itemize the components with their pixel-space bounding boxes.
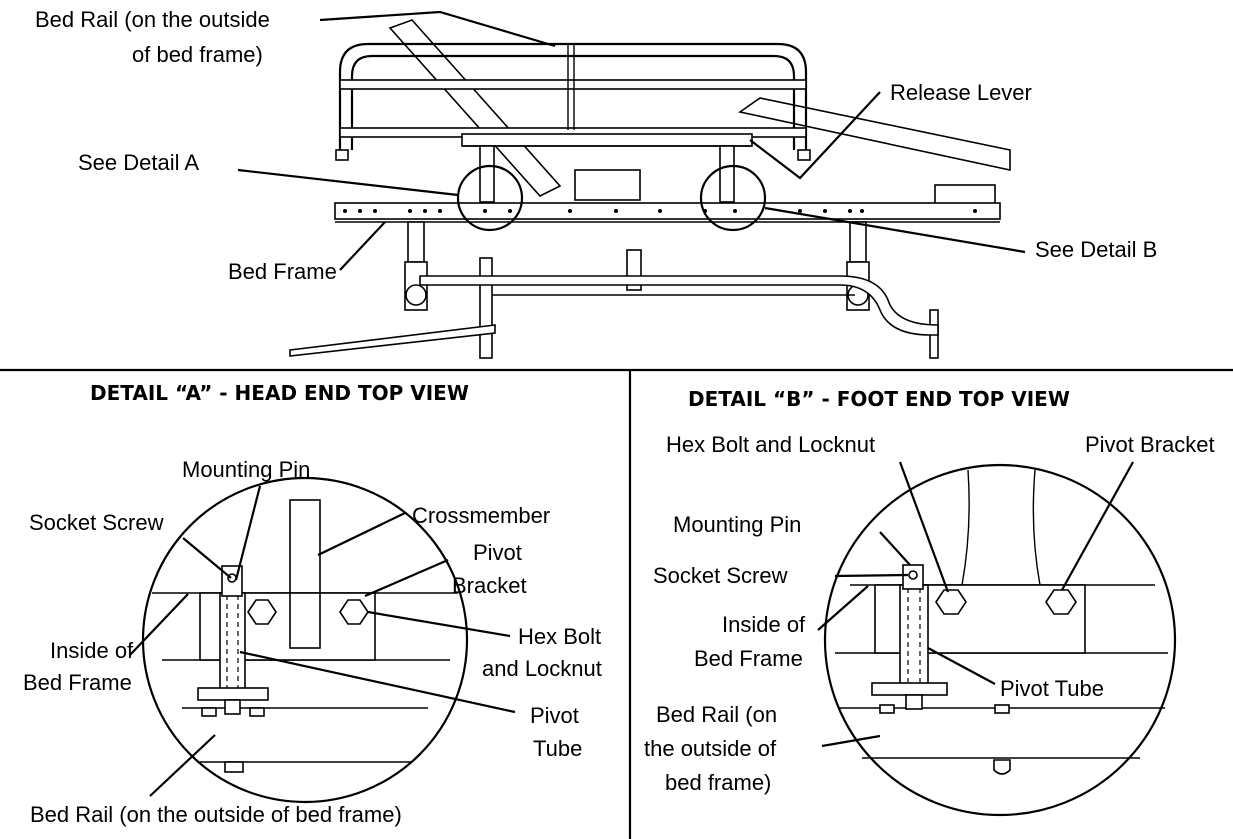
detail-b-leader-inside-frame xyxy=(817,585,869,631)
detail-b-label-hex-bolt: Hex Bolt and Locknut xyxy=(666,432,875,457)
leader-see-detail-b xyxy=(764,206,1026,254)
detail-b-label-inside-frame-line1: Inside of xyxy=(722,612,806,637)
foot-section-incline xyxy=(738,97,1011,171)
head-leg-upper xyxy=(407,221,425,263)
detail-a-label-crossmember: Crossmember xyxy=(412,503,550,528)
detail-a-leader-inside-frame xyxy=(129,593,189,656)
detail-a-label-pivot-tube-line1: Pivot xyxy=(530,703,579,728)
base-post-left xyxy=(479,257,493,359)
detail-a-label-socket-screw: Socket Screw xyxy=(29,510,164,535)
detail-b-hex-bolt-2 xyxy=(1045,589,1077,615)
detail-a-stud xyxy=(224,699,241,715)
foot-end-block xyxy=(934,184,996,206)
top-view-callouts: Bed Rail (on the outside of bed frame) R… xyxy=(35,7,1157,284)
base-frame-tube xyxy=(419,275,939,336)
detail-a-lower-nut xyxy=(224,761,244,773)
detail-b-label-socket-screw: Socket Screw xyxy=(653,563,788,588)
label-see-detail-a: See Detail A xyxy=(78,150,199,175)
detail-b-label-bed-rail-line2: the outside of xyxy=(644,736,777,761)
detail-a-label-mounting-pin: Mounting Pin xyxy=(182,457,310,482)
detail-a-leader-crossmember xyxy=(317,512,406,556)
detail-b-washer-plate xyxy=(871,682,948,696)
detail-a-nut-left xyxy=(201,707,217,717)
release-lever-handle xyxy=(289,324,496,357)
rail-support-post-foot xyxy=(719,145,735,203)
detail-a-label-hex-bolt-line2: and Locknut xyxy=(482,656,602,681)
detail-b-label-bed-rail-line3: bed frame) xyxy=(665,770,771,795)
detail-a-leader-bed-rail xyxy=(149,734,216,797)
detail-b-callouts: Hex Bolt and Locknut Pivot Bracket Mount… xyxy=(644,432,1215,795)
detail-b-circle xyxy=(823,463,1177,817)
bed-rail-foot-left xyxy=(335,149,349,161)
label-see-detail-b: See Detail B xyxy=(1035,237,1157,262)
detail-a-crossmember-front xyxy=(289,592,321,649)
detail-a-hex-bolt-1 xyxy=(247,599,277,625)
bed-frame-rail xyxy=(334,202,1001,220)
bed-frame-holes xyxy=(343,209,977,213)
detail-b-label-pivot-tube: Pivot Tube xyxy=(1000,676,1104,701)
bed-rail-upper-bar xyxy=(339,79,807,90)
detail-a-callouts: Mounting Pin Crossmember Socket Screw Pi… xyxy=(23,457,602,827)
detail-b-label-pivot-bracket: Pivot Bracket xyxy=(1085,432,1215,457)
detail-b-label-mounting-pin: Mounting Pin xyxy=(673,512,801,537)
detail-a-callout-circle xyxy=(456,164,524,232)
detail-a-label-pivot-bracket-line1: Pivot xyxy=(473,540,522,565)
detail-b-nut-right xyxy=(994,704,1010,714)
detail-a-heading: DETAIL “A” - HEAD END TOP VIEW xyxy=(90,381,469,405)
detail-a-pivot-tube xyxy=(219,592,246,692)
detail-b-socket-screw xyxy=(908,570,918,580)
detail-b-stud xyxy=(905,694,923,710)
foot-leg-upper xyxy=(849,221,867,263)
bed-rail-outline xyxy=(338,42,808,150)
detail-b-callout-circle xyxy=(699,164,767,232)
detail-b-leader-pivot-tube xyxy=(927,647,996,685)
leader-bed-frame xyxy=(339,221,386,271)
detail-a-washer-plate xyxy=(197,687,269,701)
detail-b-lower-nut xyxy=(993,759,1011,775)
detail-b-heading: DETAIL “B” - FOOT END TOP VIEW xyxy=(688,387,1070,411)
label-bed-rail-line2: of bed frame) xyxy=(132,42,263,67)
detail-b-leader-mounting-pin xyxy=(879,531,911,566)
detail-b-pivot-tube xyxy=(899,584,929,686)
detail-b-crossmember xyxy=(961,469,1041,586)
bed-rail-outline-inner xyxy=(350,54,796,150)
detail-b-leader-pivot-bracket xyxy=(1061,461,1134,591)
rail-mounting-bar xyxy=(461,133,753,147)
label-release-lever: Release Lever xyxy=(890,80,1032,105)
detail-a-nut-right xyxy=(249,707,265,717)
motor-housing xyxy=(574,169,641,201)
detail-b-nut-left xyxy=(879,704,895,714)
rail-support-post-head xyxy=(479,145,495,203)
label-bed-frame: Bed Frame xyxy=(228,259,337,284)
leader-release-lever xyxy=(749,91,881,180)
detail-a-leader-pivot-bracket xyxy=(364,558,449,598)
detail-a-leader-hex-bolt xyxy=(367,610,511,638)
detail-a-leader-pivot-tube xyxy=(239,650,516,714)
detail-a-label-inside-frame-line2: Bed Frame xyxy=(23,670,132,695)
detail-b-hex-bolt-1 xyxy=(935,589,967,615)
bed-side-illustration xyxy=(289,19,1011,359)
detail-b-label-inside-frame-line2: Bed Frame xyxy=(694,646,803,671)
detail-b-panel: DETAIL “B” - FOOT END TOP VIEW xyxy=(688,387,1177,817)
detail-a-label-bed-rail: Bed Rail (on the outside of bed frame) xyxy=(30,802,402,827)
bed-rail-foot-right xyxy=(797,149,811,161)
detail-a-label-pivot-tube-line2: Tube xyxy=(533,736,582,761)
leader-see-detail-a xyxy=(237,168,459,197)
detail-a-leader-mounting-pin xyxy=(234,485,262,581)
detail-b-leader-bed-rail xyxy=(821,734,881,748)
detail-b-label-bed-rail-line1: Bed Rail (on xyxy=(656,702,777,727)
detail-b-leader-socket-screw xyxy=(834,573,909,578)
detail-b-leader-hex-bolt xyxy=(898,461,950,593)
label-bed-rail-line1: Bed Rail (on the outside xyxy=(35,7,270,32)
leader-bed-rail xyxy=(319,10,556,48)
head-caster xyxy=(405,284,427,306)
detail-a-label-inside-frame-line1: Inside of xyxy=(50,638,134,663)
detail-a-panel: DETAIL “A” - HEAD END TOP VIEW xyxy=(90,381,469,804)
detail-a-label-pivot-bracket-line2: Bracket xyxy=(452,573,527,598)
detail-a-leader-socket-screw xyxy=(182,537,232,579)
detail-a-label-hex-bolt-line1: Hex Bolt xyxy=(518,624,601,649)
